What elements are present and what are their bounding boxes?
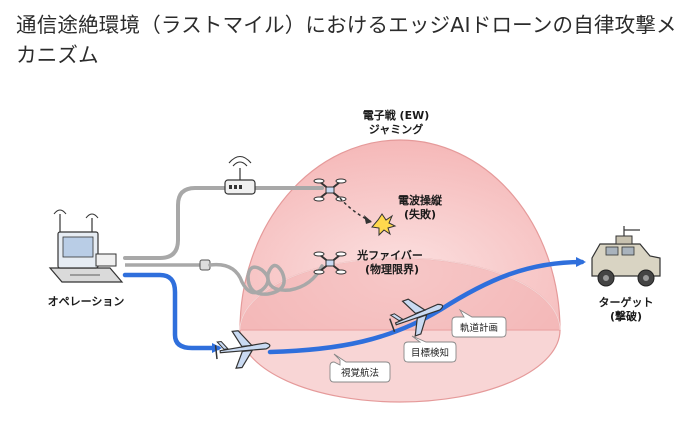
svg-text:軌道計画: 軌道計画 [460,322,498,334]
radio-failure-label: (失敗) [404,207,436,221]
target-label: ターゲット [599,295,654,309]
svg-text:視覚航法: 視覚航法 [341,367,379,379]
target-detect-tag: 目標検知 [403,335,457,363]
fiber-label: 光ファイバー [356,248,423,262]
fiber-cable [125,259,324,296]
fixed-wing-drone-launch-icon [214,330,271,369]
page-title: 通信途絶環境（ラストマイル）におけるエッジAIドローンの自律攻撃メカニズム [16,13,677,67]
trajectory-tag: 軌道計画 [451,308,507,338]
radio-failure-arrow [339,197,397,237]
visual-nav-tag: 視覚航法 [329,353,391,383]
operation-label: オペレーション [48,295,125,308]
operator-station-icon [48,209,124,283]
target-vehicle-icon [591,226,661,287]
radio-control-label: 電波操縦 [398,193,443,207]
radio-control-link [123,186,324,260]
fixed-wing-drone-cruise-icon [389,298,444,337]
quadcopter-fiber-icon [313,251,347,275]
ew-label: 電子戦 (EW) [363,108,430,122]
fiber-limit-label: (物理限界) [365,262,419,276]
jamming-label: ジャミング [369,122,423,136]
radio-transmitter-icon [224,155,256,195]
svg-text:目標検知: 目標検知 [411,347,449,359]
target-destroyed-label: (撃破) [610,309,642,323]
quadcopter-radio-icon [313,178,347,202]
